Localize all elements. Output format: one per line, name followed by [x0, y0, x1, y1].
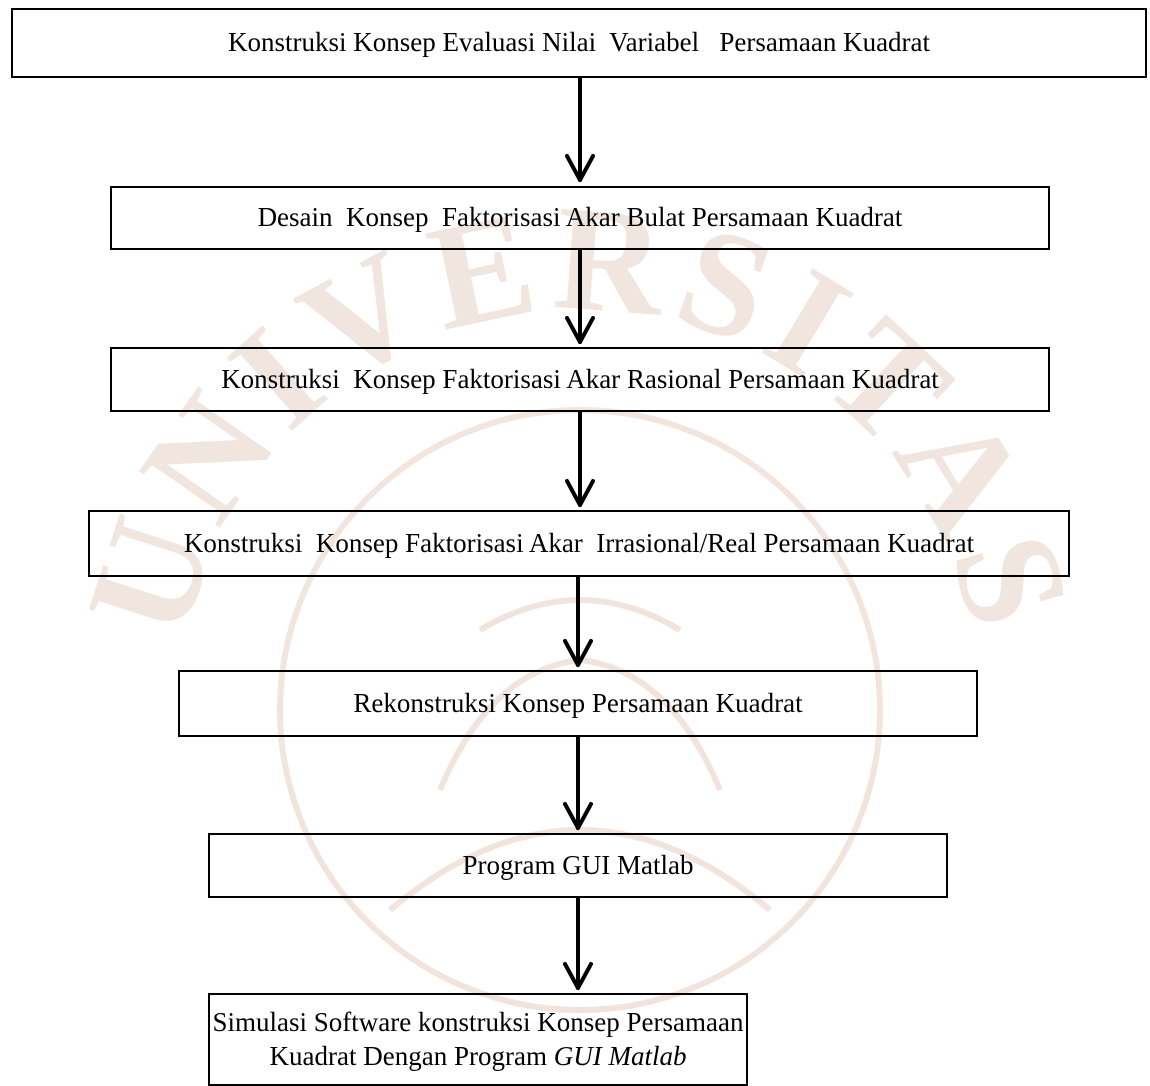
arrow-2-to-3 — [565, 248, 595, 344]
arrow-4-to-5 — [563, 575, 593, 667]
step-6-box: Program GUI Matlab — [208, 833, 948, 898]
arrow-6-to-7 — [563, 896, 593, 990]
step-7-label-line1: Simulasi Software konstruksi Konsep Pers… — [212, 1006, 744, 1037]
arrow-5-to-6 — [563, 735, 593, 830]
step-5-label: Rekonstruksi Konsep Persamaan Kuadrat — [353, 687, 803, 718]
step-7-label-line2-plain: Kuadrat Dengan Program — [269, 1040, 554, 1071]
arrow-3-to-4 — [565, 410, 595, 507]
step-5-box: Rekonstruksi Konsep Persamaan Kuadrat — [178, 670, 978, 737]
watermark-text: UNIVERSITAS — [60, 190, 1095, 653]
step-3-box: Konstruksi Konsep Faktorisasi Akar Rasio… — [110, 347, 1050, 412]
step-2-label: Desain Konsep Faktorisasi Akar Bulat Per… — [257, 202, 903, 233]
step-7-box: Simulasi Software konstruksi Konsep Pers… — [208, 993, 748, 1086]
step-7-label-line2-italic: GUI Matlab — [553, 1040, 687, 1071]
step-1-label: Konstruksi Konsep Evaluasi Nilai Variabe… — [227, 27, 931, 58]
step-2-box: Desain Konsep Faktorisasi Akar Bulat Per… — [110, 186, 1050, 250]
step-6-label: Program GUI Matlab — [462, 849, 694, 880]
step-4-label: Konstruksi Konsep Faktorisasi Akar Irras… — [183, 527, 975, 558]
step-4-box: Konstruksi Konsep Faktorisasi Akar Irras… — [88, 510, 1070, 577]
step-3-label: Konstruksi Konsep Faktorisasi Akar Rasio… — [221, 363, 939, 394]
step-1-box: Konstruksi Konsep Evaluasi Nilai Variabe… — [11, 8, 1147, 78]
university-seal-watermark: UNIVERSITAS — [60, 190, 1100, 1013]
arrow-1-to-2 — [565, 76, 595, 182]
step-7-label-line2: Kuadrat Dengan Program GUI Matlab — [213, 1040, 744, 1074]
step-7-label: Simulasi Software konstruksi Konsep Pers… — [213, 1006, 744, 1074]
svg-text:UNIVERSITAS: UNIVERSITAS — [60, 190, 1100, 653]
